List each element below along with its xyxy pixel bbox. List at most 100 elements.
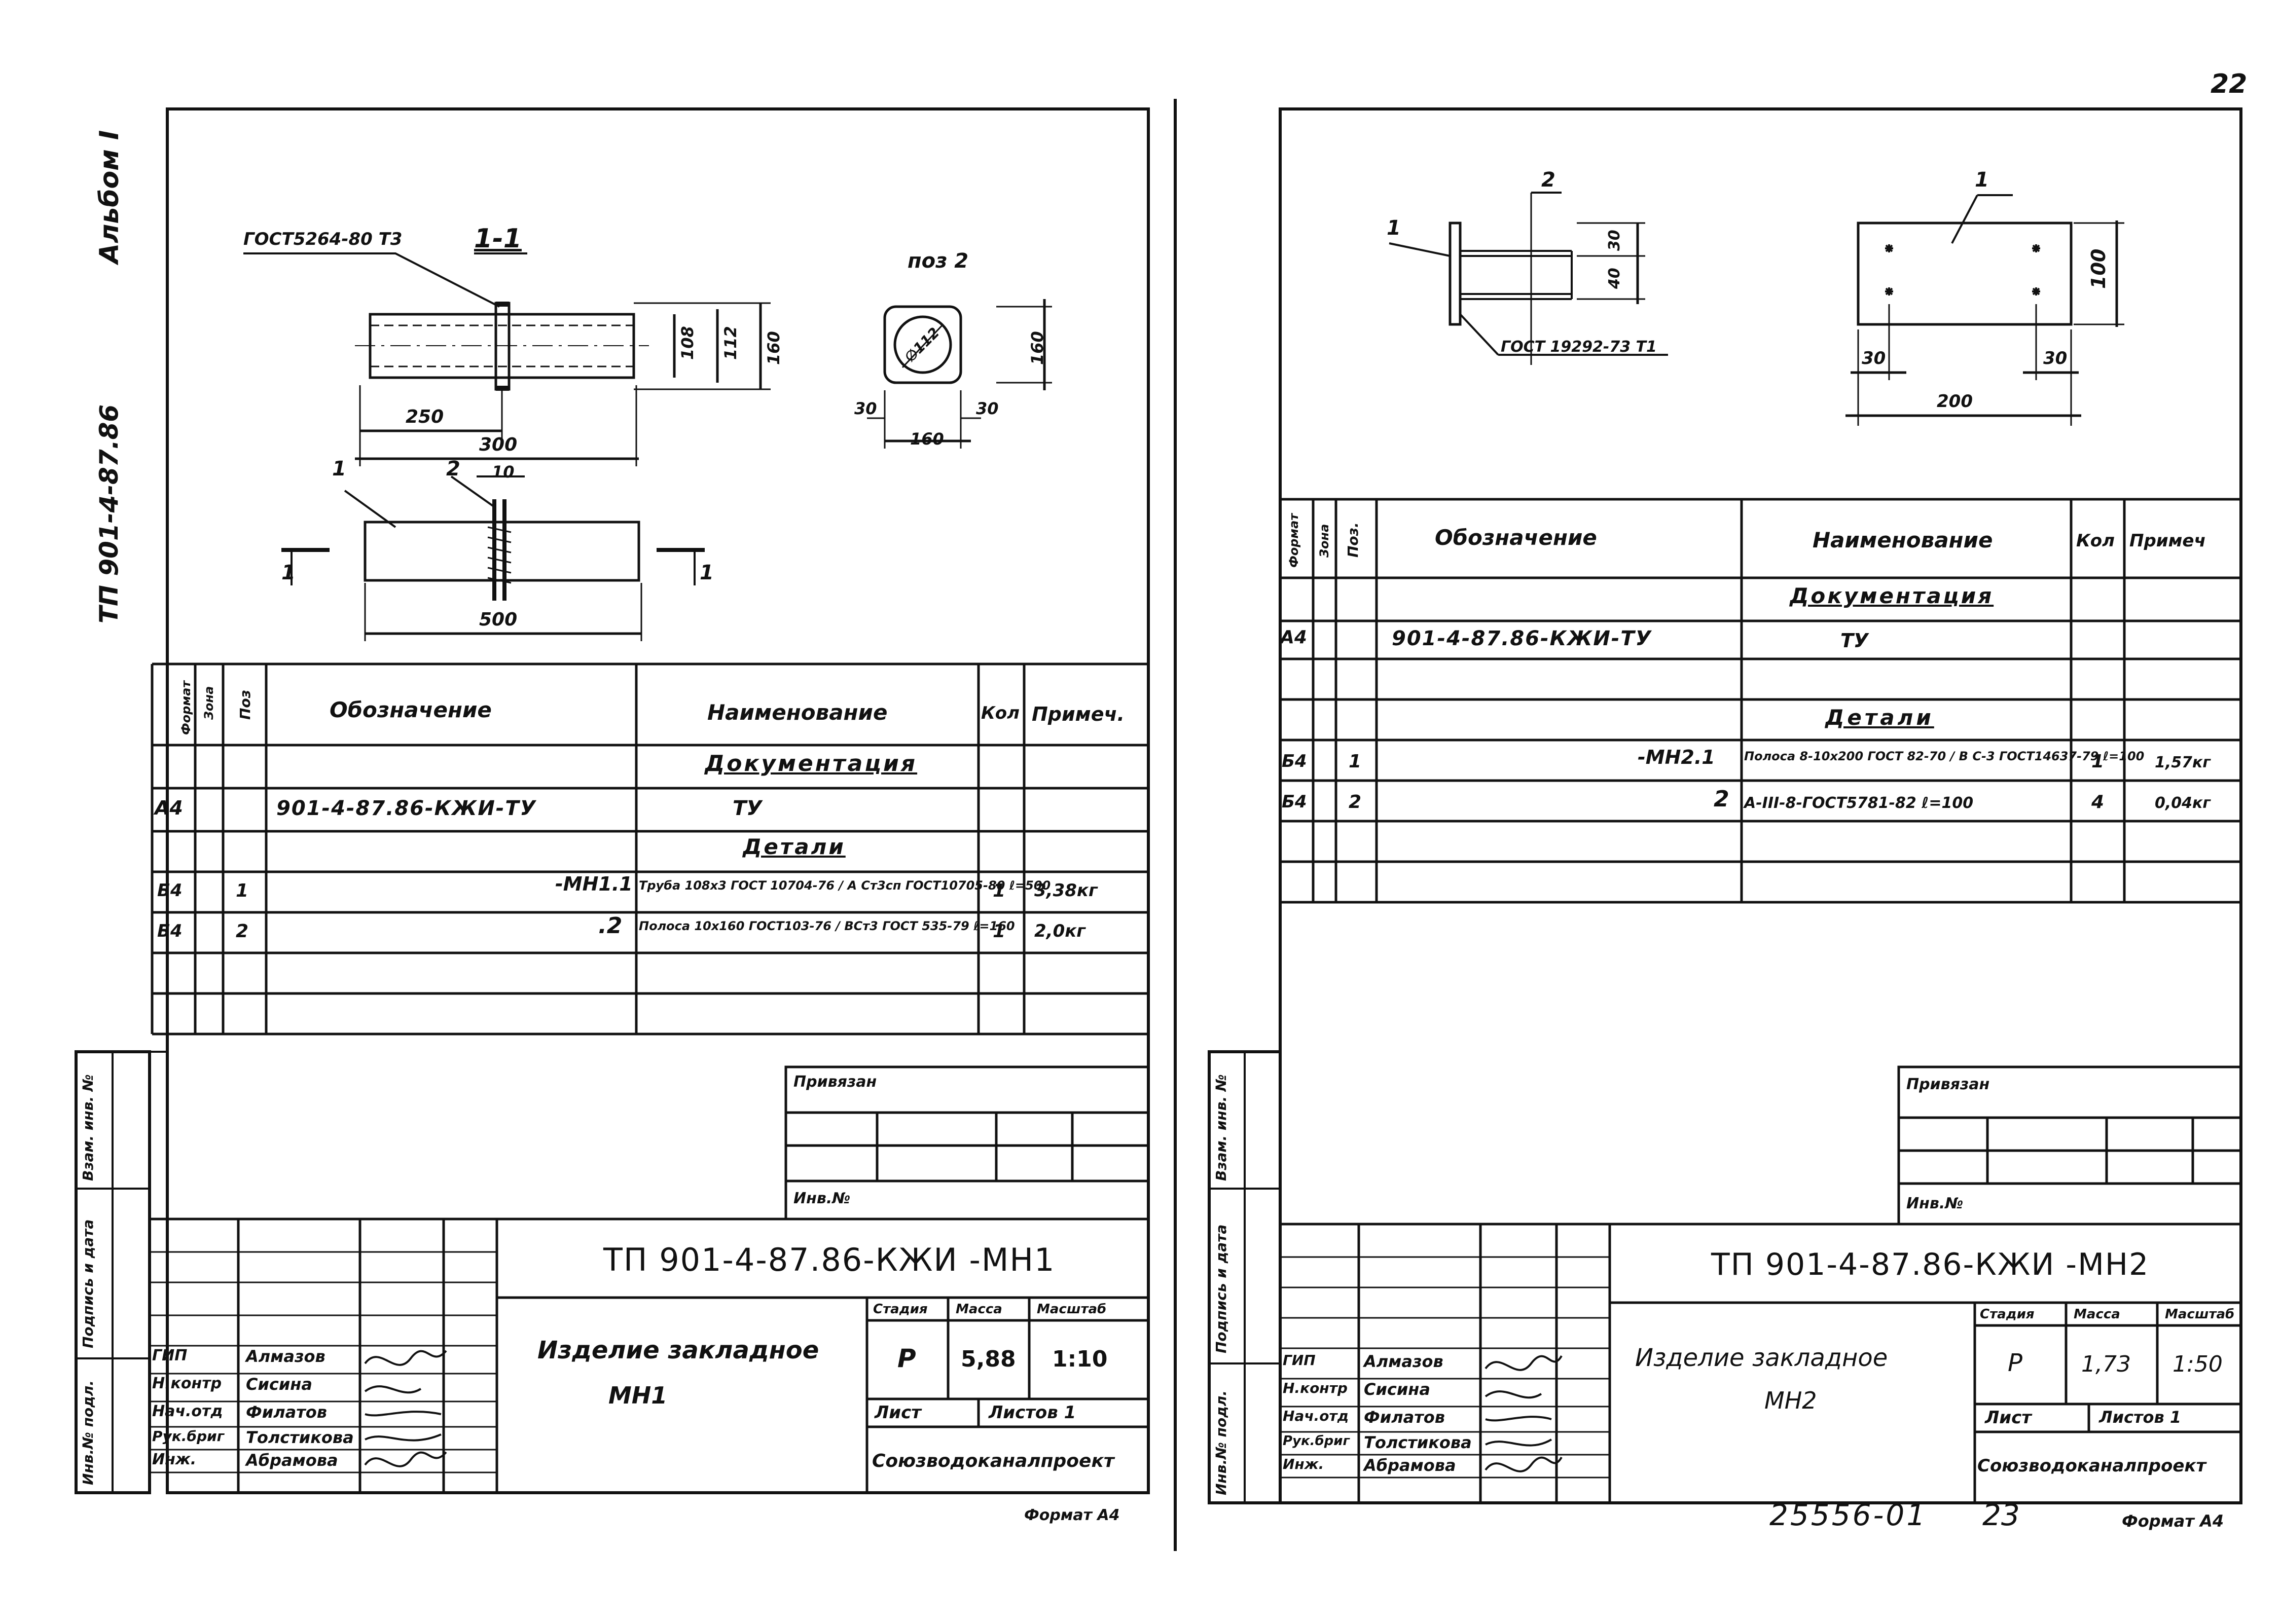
left-side-code: ТП 901-4-87.86 — [94, 404, 124, 623]
left-inv-no: Инв.№ — [793, 1190, 851, 1207]
left-row2-designation: .2 — [598, 913, 623, 939]
right-weld-note: ГОСТ 19292-73 Т1 — [1501, 338, 1657, 356]
right-hdr-qty: Кол — [2076, 531, 2115, 551]
right-dim-100: 100 — [2087, 248, 2110, 289]
right-staff-name: Толстикова — [1364, 1433, 1472, 1452]
left-sheet: Лист — [875, 1402, 921, 1423]
left-section-drawing — [243, 252, 1052, 641]
right-row2-pos: 2 — [1349, 792, 1362, 813]
left-format: Формат А4 — [1024, 1506, 1120, 1524]
left-scale: 1:10 — [1052, 1346, 1108, 1372]
right-staff-role: Инж. — [1283, 1456, 1324, 1472]
left-staff-role: ГИП — [152, 1347, 188, 1364]
left-weld-note: ГОСТ5264-80 Т3 — [243, 229, 403, 249]
left-row1-pos: 1 — [236, 880, 249, 901]
left-stage: Р — [897, 1344, 916, 1373]
left-hdr-name: Наименование — [707, 700, 888, 725]
right-dim-30-a: 30 — [1862, 348, 1886, 368]
right-staff-role: ГИП — [1283, 1352, 1316, 1369]
right-staff-name: Филатов — [1364, 1408, 1445, 1427]
right-callout-1: 1 — [1387, 216, 1401, 240]
left-row2-format: Б4 — [157, 921, 183, 941]
right-col-mass: Масса — [2074, 1307, 2120, 1322]
left-dim-160: 160 — [764, 331, 783, 365]
left-sheet-frame — [75, 107, 1150, 1494]
left-row1-format: Б4 — [157, 880, 183, 901]
left-org: Союзводоканалпроект — [872, 1451, 1114, 1471]
right-col-stage: Стадия — [1980, 1307, 2035, 1322]
right-doc-code: ТП 901-4-87.86-КЖИ -МН2 — [1711, 1247, 2150, 1282]
right-row2-note: 0,04кг — [2155, 794, 2211, 812]
left-stamp-vzam: Взам. инв. № — [80, 1074, 96, 1181]
left-row-tu-designation: 901-4-87.86-КЖИ-ТУ — [276, 797, 537, 820]
left-dim-30-b: 30 — [976, 399, 999, 418]
right-stage: Р — [2008, 1349, 2022, 1377]
right-hdr-note: Примеч — [2129, 531, 2206, 551]
left-callout-2: 2 — [446, 457, 460, 481]
left-row-det-name: Детали — [743, 834, 846, 859]
right-footer-code: 25556-01 — [1769, 1498, 1928, 1532]
right-hdr-zone: Зона — [1317, 524, 1331, 558]
signatures — [364, 1350, 1563, 1472]
right-staff-name: Сисина — [1364, 1380, 1430, 1399]
left-row2-name: Полоса 10х160 ГОСТ103-76 / ВСт3 ГОСТ 535… — [639, 919, 1015, 933]
left-staff-name: Толстикова — [246, 1428, 354, 1447]
right-dim-30-v: 30 — [1606, 230, 1623, 251]
right-footer-page: 23 — [1982, 1498, 2020, 1532]
right-scale: 1:50 — [2173, 1351, 2223, 1377]
right-stamp-sign: Подпись и дата — [1213, 1224, 1229, 1353]
right-row2-format: Б4 — [1282, 792, 1307, 812]
left-dim-500: 500 — [479, 609, 518, 630]
left-title-block-grid — [150, 1065, 1150, 1493]
right-dim-30-b: 30 — [2043, 348, 2068, 368]
right-row1-format: Б4 — [1282, 751, 1307, 771]
left-section-mark-b: 1 — [700, 561, 714, 584]
right-title-block-grid — [1280, 1065, 2242, 1503]
right-row2-qty: 4 — [2091, 792, 2105, 813]
right-staff-role: Рук.бриг — [1283, 1433, 1350, 1449]
left-side-album: Альбом I — [94, 130, 125, 264]
right-row-tu-name: ТУ — [1840, 630, 1869, 652]
right-hdr-name: Наименование — [1813, 528, 1993, 552]
right-privyazan: Привязан — [1906, 1076, 1990, 1093]
page-number: 22 — [2211, 69, 2248, 99]
left-row-doc-name: Документация — [705, 751, 918, 777]
right-sheet: Лист — [1985, 1408, 2032, 1428]
left-row2-qty: 1 — [993, 921, 1006, 942]
left-dim-10: 10 — [492, 462, 515, 482]
right-hdr-format: Формат — [1287, 513, 1301, 568]
left-staff-role: Нач.отд — [152, 1402, 223, 1420]
right-row-tu-designation: 901-4-87.86-КЖИ-ТУ — [1392, 627, 1652, 650]
right-col-scale: Масштаб — [2165, 1307, 2235, 1322]
left-item-mark: МН1 — [608, 1382, 668, 1409]
left-staff-name: Филатов — [246, 1402, 327, 1422]
right-row2-name: А-III-8-ГОСТ5781-82 ℓ=100 — [1744, 794, 1974, 812]
right-staff-role: Нач.отд — [1283, 1408, 1349, 1424]
left-spec-table-grid — [151, 662, 1148, 1036]
right-dim-200: 200 — [1937, 391, 1973, 412]
left-dim-112: 112 — [721, 326, 740, 360]
left-col-scale: Масштаб — [1037, 1302, 1107, 1317]
left-row1-name: Труба 108х3 ГОСТ 10704-76 / А Ст3сп ГОСТ… — [639, 878, 1051, 893]
right-item-name: Изделие закладное — [1635, 1344, 1888, 1372]
right-stamp-inv: Инв.№ подл. — [1213, 1390, 1229, 1495]
left-row-tu-format: А4 — [155, 797, 183, 819]
right-callout-plate: 1 — [1975, 168, 1989, 192]
right-row-doc-name: Документация — [1790, 583, 1994, 608]
right-staff-name: Абрамова — [1364, 1456, 1456, 1475]
left-col-mass: Масса — [956, 1302, 1002, 1317]
left-col-stage: Стадия — [873, 1302, 928, 1317]
left-dim-160-v: 160 — [1028, 331, 1047, 365]
left-staff-name: Алмазов — [246, 1347, 325, 1366]
left-dim-250: 250 — [406, 407, 444, 427]
left-privyazan: Привязан — [793, 1073, 877, 1091]
left-hdr-zone: Зона — [202, 686, 216, 720]
right-org: Союзводоканалпроект — [1977, 1456, 2206, 1476]
left-hdr-qty: Кол — [981, 703, 1020, 723]
left-row-tu-name: ТУ — [733, 797, 763, 820]
left-staff-role: Инж. — [152, 1451, 197, 1468]
right-hdr-pos: Поз. — [1345, 522, 1361, 558]
right-staff-name: Алмазов — [1364, 1352, 1443, 1371]
left-sheets: Листов 1 — [989, 1402, 1076, 1423]
